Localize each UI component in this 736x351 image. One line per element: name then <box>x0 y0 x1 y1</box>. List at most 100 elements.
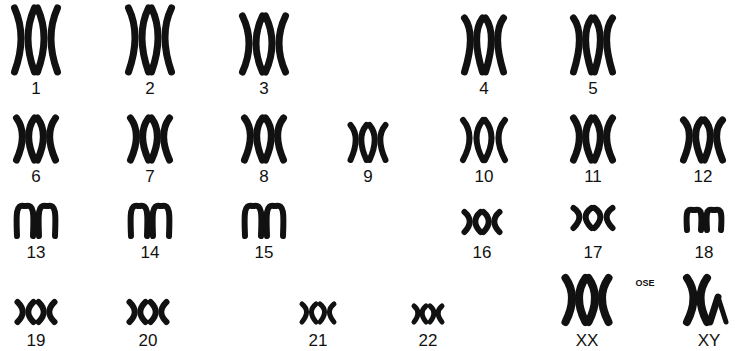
chromatid <box>28 8 35 72</box>
chromatid <box>266 16 273 72</box>
chromatid <box>607 208 613 228</box>
chromatid <box>465 18 471 72</box>
chromosome-pair <box>574 208 613 228</box>
chromosome-pair <box>245 118 284 160</box>
chromatid <box>153 206 160 236</box>
chromatid <box>351 125 356 160</box>
chromatid <box>574 18 580 72</box>
chromosome-number: 22 <box>419 332 438 349</box>
chromatid <box>17 118 23 160</box>
chromosome-pair <box>302 304 334 322</box>
chromosome-pair <box>131 206 170 236</box>
chromatid <box>574 208 580 228</box>
chromatid <box>414 306 418 322</box>
chromatid <box>438 306 442 322</box>
chromatid <box>602 278 609 322</box>
chromosome-number: 8 <box>259 168 268 185</box>
chromosome-number: 17 <box>584 244 603 261</box>
chromatid <box>140 206 147 236</box>
chromatid <box>131 118 137 160</box>
sex-chromosome-label: XY <box>698 332 721 349</box>
chromosome-number: 10 <box>475 168 494 185</box>
chromatid <box>499 120 506 160</box>
chromatid <box>279 16 286 72</box>
chromatid <box>715 210 721 230</box>
note-text: OSE <box>635 279 654 288</box>
chromatid <box>485 120 492 160</box>
chromatid <box>256 16 263 72</box>
chromatid <box>430 306 434 322</box>
chromosome-number: 11 <box>584 168 602 185</box>
chromatid <box>131 206 138 236</box>
chromosome-number: 12 <box>694 168 713 185</box>
chromatid <box>49 302 54 322</box>
chromatid <box>718 297 726 322</box>
chromatid <box>302 304 307 322</box>
chromatid <box>243 16 250 72</box>
chromatid <box>607 18 613 72</box>
chromosome-pair <box>463 120 505 160</box>
chromatid <box>463 120 470 160</box>
chromatid <box>586 118 592 160</box>
chromatid <box>687 278 694 322</box>
chromatid <box>595 118 601 160</box>
chromatid <box>26 206 33 236</box>
chromatid <box>130 302 135 322</box>
chromatid <box>475 212 480 232</box>
chromatid <box>165 8 172 72</box>
chromatid <box>477 120 484 160</box>
chromatid <box>18 302 23 322</box>
chromatid <box>142 8 149 72</box>
chromatid <box>484 212 489 232</box>
chromosome-number: 7 <box>145 168 154 185</box>
chromatid <box>151 302 156 322</box>
chromosome-pair <box>17 118 56 160</box>
chromosome-number: 15 <box>255 244 274 261</box>
chromosome-pair <box>351 125 386 160</box>
chromatid <box>15 8 22 72</box>
chromatid <box>39 302 44 322</box>
chromosome-number: 18 <box>695 244 714 261</box>
chromosome-number: 14 <box>141 244 160 261</box>
chromatid <box>566 278 573 322</box>
chromatid <box>717 120 723 160</box>
chromatid <box>254 206 261 236</box>
chromosome-pair <box>129 8 172 72</box>
chromatid <box>162 206 169 236</box>
chromatid <box>51 8 58 72</box>
chromatid <box>164 118 170 160</box>
chromosome-pair <box>465 18 504 72</box>
chromosome-pair <box>414 306 442 322</box>
chromosome-pair <box>566 278 609 322</box>
chromatid <box>684 120 690 160</box>
chromosome-number: 16 <box>473 244 492 261</box>
chromosome-pair <box>687 210 722 230</box>
chromatid <box>595 208 601 228</box>
chromosome-pair <box>130 302 167 322</box>
chromosome-number: 19 <box>27 332 46 349</box>
chromatid <box>696 120 702 160</box>
chromatid <box>276 206 283 236</box>
chromatid <box>278 118 284 160</box>
chromosome-pair <box>245 206 284 236</box>
chromatid <box>17 206 24 236</box>
chromatid <box>586 18 592 72</box>
chromatid <box>28 302 33 322</box>
chromatid <box>129 8 136 72</box>
chromatid <box>50 118 56 160</box>
sex-chromosome-label: XX <box>576 332 599 349</box>
chromatid <box>589 278 596 322</box>
chromatid <box>266 118 272 160</box>
chromosome-number: 13 <box>27 244 46 261</box>
chromatid <box>245 118 251 160</box>
chromatid <box>707 210 713 230</box>
chromosome-pair <box>574 18 613 72</box>
chromatid <box>687 210 693 230</box>
chromatid <box>486 18 492 72</box>
chromatid <box>267 206 274 236</box>
chromosome-number: 1 <box>31 80 40 97</box>
chromosome-pair <box>243 16 286 72</box>
chromatid <box>39 206 46 236</box>
chromatid <box>29 118 35 160</box>
